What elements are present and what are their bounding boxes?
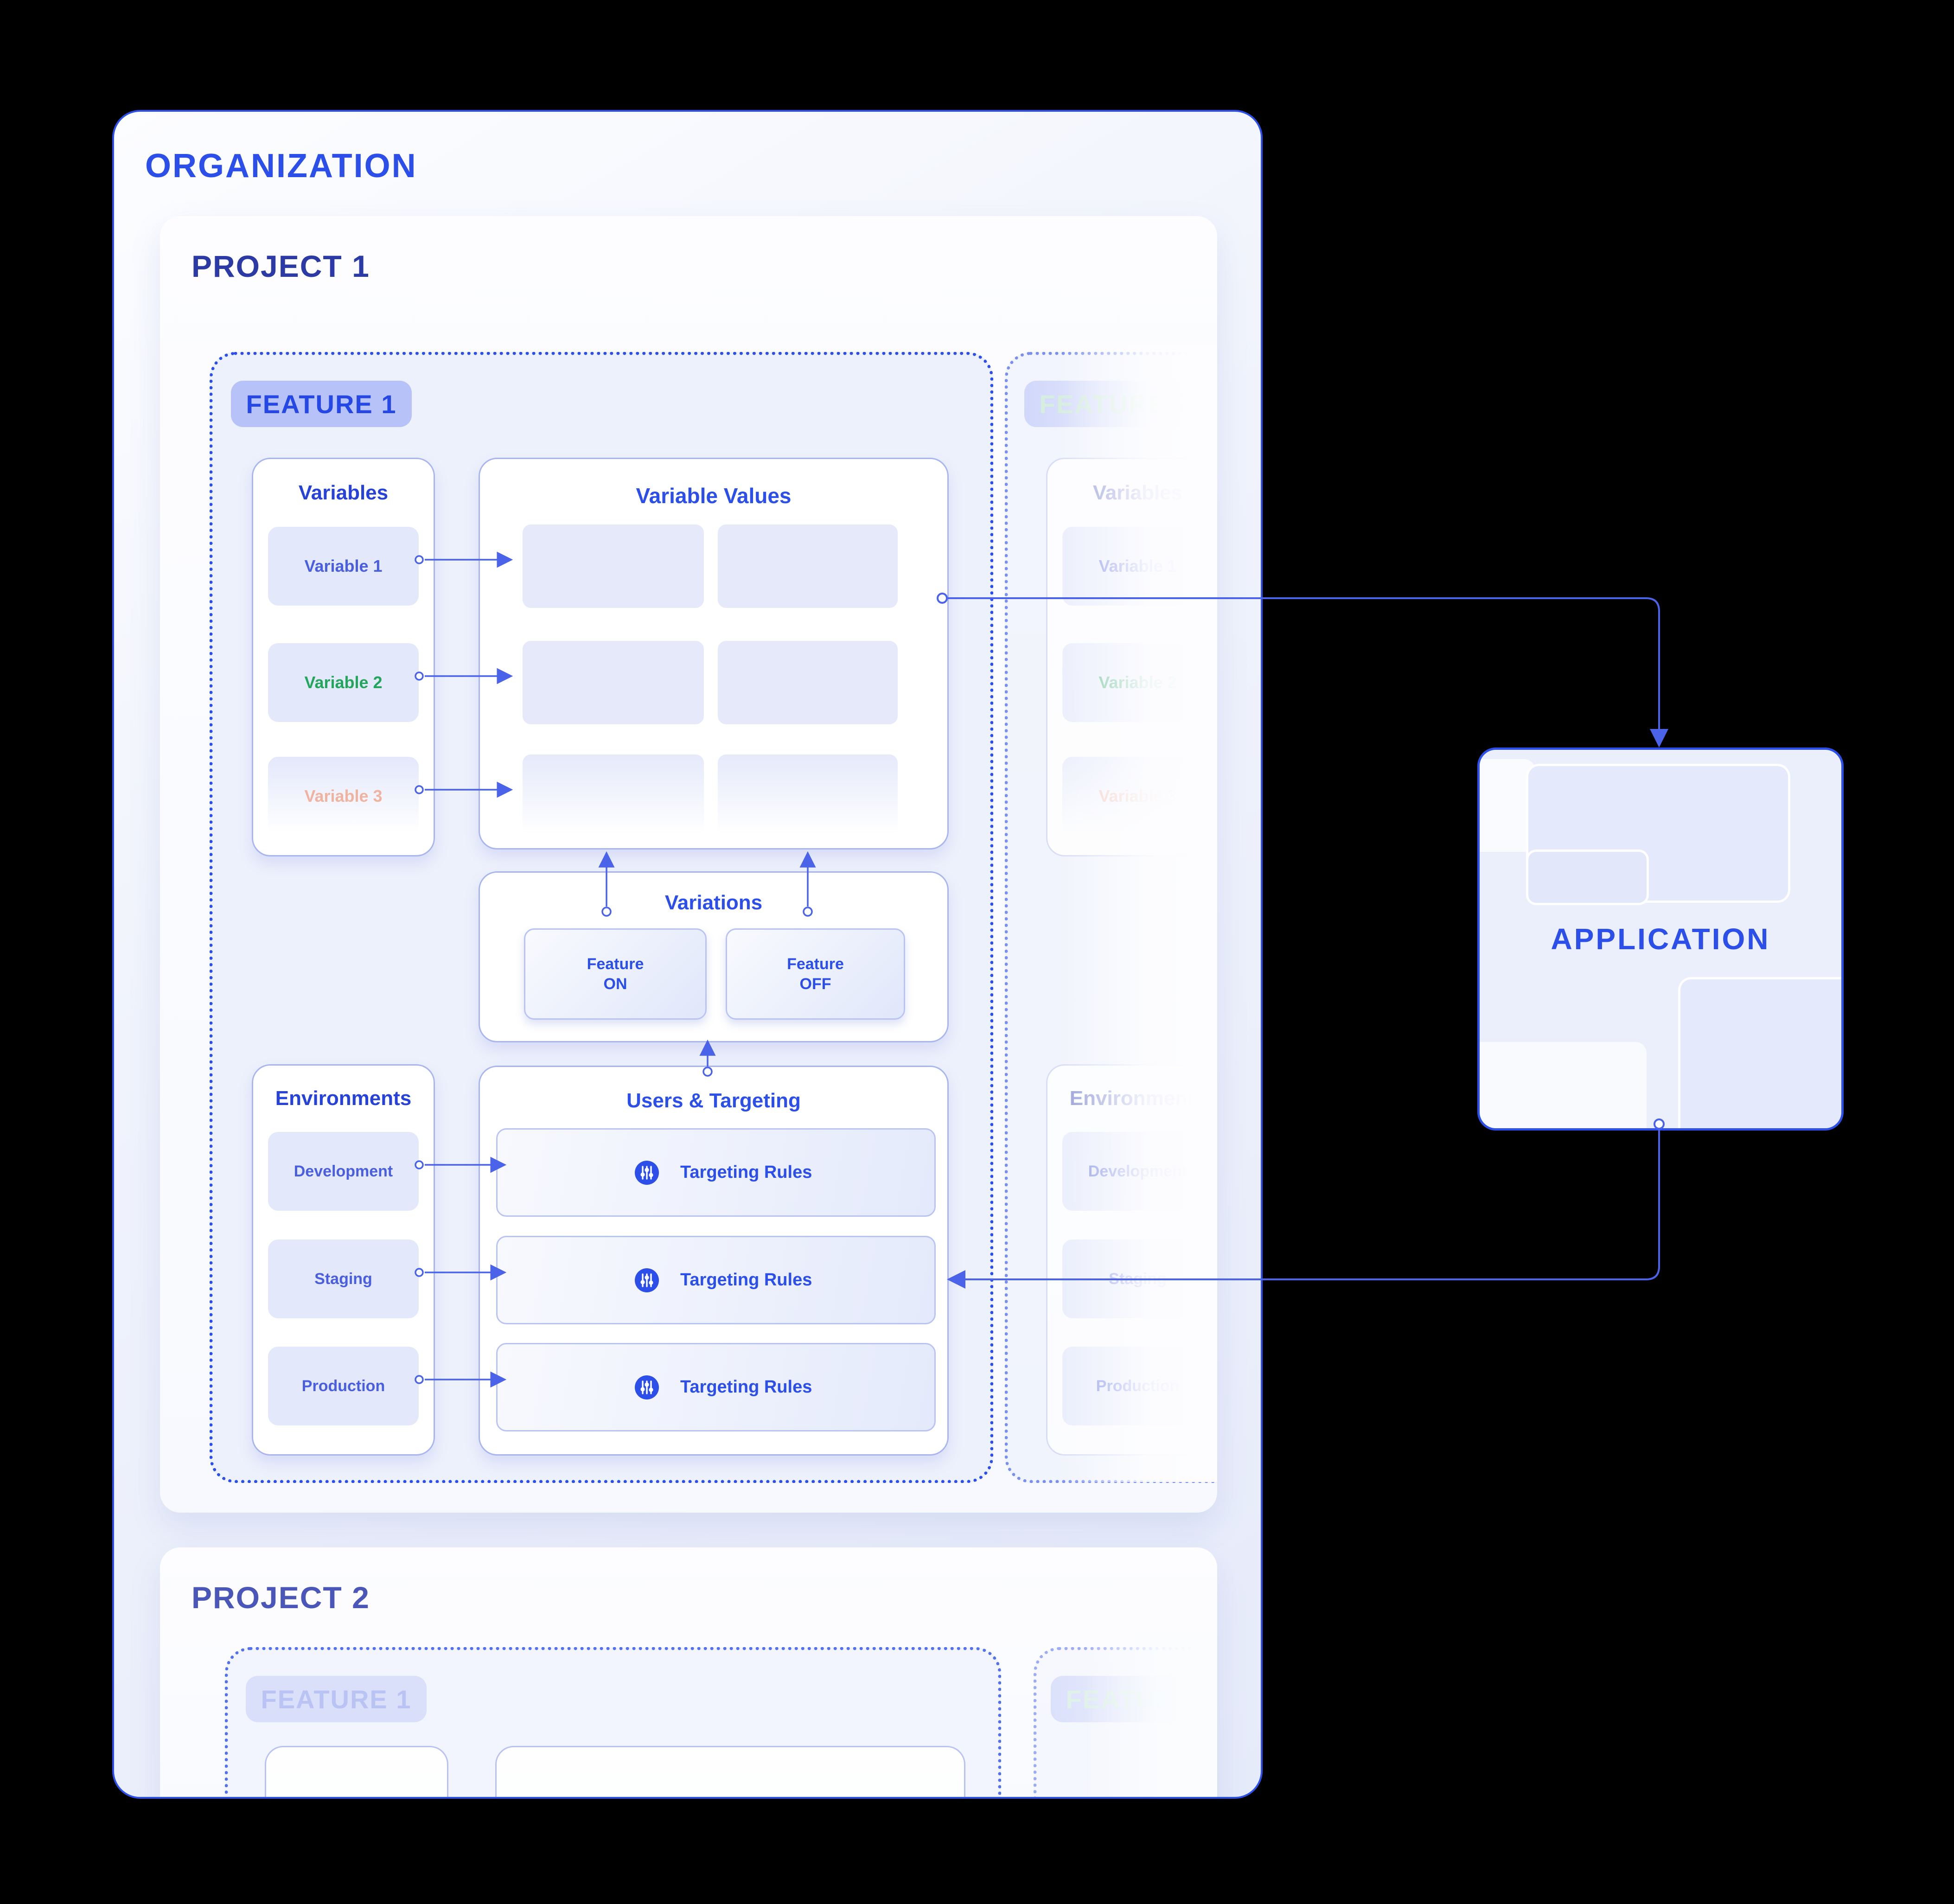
project2-panel: PROJECT 2 FEATURE 1 FEATURE 2 <box>160 1547 1217 1797</box>
variations-panel: Variations Feature ON Feature OFF <box>479 871 949 1042</box>
users-targeting-panel: Users & Targeting Targeting Rules <box>479 1066 949 1456</box>
environment-chip-production: Production <box>268 1347 419 1425</box>
project2-feature1-badge: FEATURE 1 <box>246 1676 427 1722</box>
feature-off-label: OFF <box>799 975 831 993</box>
feature-on-label: Feature <box>587 955 644 973</box>
project2-variable-values-panel-partial <box>495 1746 965 1797</box>
variable-value-cell <box>718 641 898 724</box>
app-decor-shape <box>1526 850 1649 905</box>
variable-value-cell <box>718 754 898 838</box>
variable-value-cell <box>718 524 898 608</box>
feature-off-label: Feature <box>787 955 844 973</box>
environments-panel: Environments Development Staging Product… <box>252 1064 435 1456</box>
targeting-rule-label: Targeting Rules <box>680 1163 812 1182</box>
environments-title: Environments <box>275 1087 412 1110</box>
variable-chip-1: Variable 1 <box>268 527 419 606</box>
sliders-icon <box>635 1268 659 1292</box>
app-decor-shape <box>1526 764 1790 903</box>
feature-on-node: Feature ON <box>524 928 707 1020</box>
environment-chip-development: Development <box>268 1132 419 1211</box>
project1-panel: PROJECT 1 FEATURE 1 Variables Variable 1… <box>160 216 1217 1513</box>
organization-panel: ORGANIZATION PROJECT 1 FEATURE 1 Variabl… <box>112 110 1263 1799</box>
variables-title: Variables <box>298 481 389 504</box>
application-panel: APPLICATION <box>1477 748 1844 1131</box>
variable-chip-2: Variable 2 <box>268 643 419 722</box>
application-title: APPLICATION <box>1551 922 1770 956</box>
feature-on-label: ON <box>603 975 627 993</box>
targeting-rule-row: Targeting Rules <box>496 1236 936 1324</box>
environment-chip-staging: Staging <box>268 1240 419 1318</box>
variable-value-cell <box>523 754 704 838</box>
targeting-rule-row: Targeting Rules <box>496 1343 936 1431</box>
variable-value-cell <box>523 524 704 608</box>
targeting-rule-row: Targeting Rules <box>496 1128 936 1217</box>
project2-feature2-fade-overlay <box>1083 1631 1217 1797</box>
feature1-box: FEATURE 1 Variables Variable 1 Variable … <box>210 352 993 1483</box>
app-decor-shape <box>1480 1042 1647 1128</box>
feature2-fade-overlay <box>1059 346 1217 1482</box>
variable-values-title: Variable Values <box>636 484 792 508</box>
feature-off-node: Feature OFF <box>726 928 905 1020</box>
app-decor-shape <box>1678 977 1841 1128</box>
project2-variables-panel-partial <box>265 1746 448 1797</box>
targeting-rule-label: Targeting Rules <box>680 1270 812 1290</box>
organization-title: ORGANIZATION <box>145 147 417 185</box>
project2-feature1-box: FEATURE 1 <box>225 1647 1001 1797</box>
project2-title: PROJECT 2 <box>192 1580 370 1615</box>
variable-chip-3: Variable 3 <box>268 757 419 836</box>
feature1-badge: FEATURE 1 <box>231 381 412 427</box>
variables-panel: Variables Variable 1 Variable 2 Variable… <box>252 458 435 856</box>
project1-title: PROJECT 1 <box>192 249 370 283</box>
sliders-icon <box>635 1375 659 1399</box>
variable-value-cell <box>523 641 704 724</box>
project2-feature1-badge-label: FEATURE 1 <box>261 1684 412 1714</box>
variable-values-panel: Variable Values <box>479 458 949 850</box>
users-targeting-title: Users & Targeting <box>626 1089 801 1112</box>
variations-title: Variations <box>664 891 763 914</box>
feature1-badge-label: FEATURE 1 <box>246 389 397 419</box>
sliders-icon <box>635 1160 659 1185</box>
targeting-rule-label: Targeting Rules <box>680 1377 812 1397</box>
